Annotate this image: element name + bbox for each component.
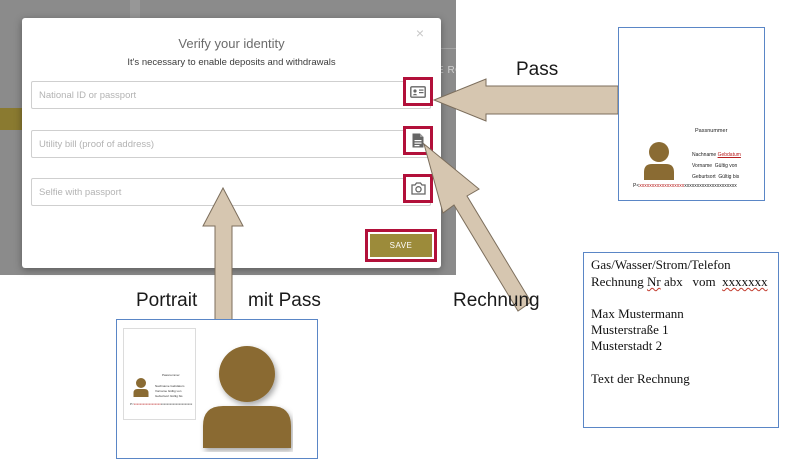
utility-bill-document: Gas/Wasser/Strom/Telefon Rechnung Nr abx… xyxy=(583,252,779,428)
portrait-arrow xyxy=(202,186,244,321)
background-gold-stripe xyxy=(0,108,24,130)
national-id-field xyxy=(31,77,433,109)
mini-row-label: Nachname xyxy=(155,384,170,388)
passport-row-value: Gültig bis xyxy=(718,174,740,180)
mini-passport-number: Passnummer xyxy=(162,373,180,377)
document-icon xyxy=(412,133,424,148)
mini-row-label: Geburtsort xyxy=(155,394,170,398)
passport-row-label: Geburtsort xyxy=(692,174,716,180)
mini-row-value: Gebdatum xyxy=(170,384,185,388)
save-button-highlight: SAVE xyxy=(365,229,437,262)
national-id-upload-button[interactable] xyxy=(403,77,433,106)
bill-street: Musterstraße 1 xyxy=(591,322,669,337)
mit-pass-label: mit Pass xyxy=(248,290,321,311)
passport-mrz-line: P<xxxxxxxxxxxxxxxxxxxxxxxxxxxxxxxxxxxxxx… xyxy=(633,183,737,189)
pass-arrow xyxy=(432,78,619,122)
background-bar xyxy=(130,0,140,18)
mini-passport-row: Geburtsort Gültig bis xyxy=(155,394,183,398)
passport-row: Geburtsort Gültig bis xyxy=(692,174,739,180)
passport-row-value: Gebdatum xyxy=(717,152,741,158)
background-partial-text: E RO xyxy=(437,65,456,76)
selfie-field xyxy=(31,174,433,206)
mini-passport-document: Passnummer Nachname Gebdatum Vorname Gül… xyxy=(123,328,196,420)
national-id-input[interactable] xyxy=(32,82,392,108)
bill-vom: vom xyxy=(692,274,716,289)
rechnung-arrow xyxy=(423,142,532,312)
mrz-rest: xxxxxxxxxxxxxxxxxxxxx xyxy=(684,183,737,189)
mini-row-value: Gültig von xyxy=(167,389,182,393)
bill-name: Max Mustermann xyxy=(591,306,684,321)
bill-nr: Nr xyxy=(646,274,661,289)
modal-title: Verify your identity xyxy=(178,36,285,51)
mini-mrz-rest: xxxxxxxxxxxxxxxxxxxxx xyxy=(160,402,193,406)
mini-avatar-icon xyxy=(133,378,149,397)
save-button[interactable]: SAVE xyxy=(370,234,432,257)
portrait-with-passport: Passnummer Nachname Gebdatum Vorname Gül… xyxy=(116,319,318,459)
mrz-prefix: P< xyxy=(633,183,640,189)
utility-bill-field xyxy=(31,126,433,158)
utility-bill-upload-button[interactable] xyxy=(403,126,433,155)
selfie-input[interactable] xyxy=(32,179,392,205)
mini-mrz-prefix: P< xyxy=(130,402,134,406)
bill-city: Musterstadt 2 xyxy=(591,338,663,353)
mrz-marked: xxxxxxxxxxxxxxxxxx xyxy=(639,183,685,189)
modal-subtitle: It's necessary to enable deposits and wi… xyxy=(127,57,336,68)
background-divider xyxy=(436,48,456,49)
mini-mrz-line: P<xxxxxxxxxxxxxxxxxxxxxxxxxxxxxxxxxxxxxx… xyxy=(130,402,192,406)
selfie-upload-button[interactable] xyxy=(403,174,433,203)
mini-row-label: Vorname xyxy=(155,389,168,393)
id-card-icon xyxy=(410,85,426,98)
bill-provider-line: Gas/Wasser/Strom/Telefon xyxy=(591,257,731,272)
passport-document: Passnummer Nachname Gebdatum Vorname Gül… xyxy=(618,27,765,201)
rechnung-label: Rechnung xyxy=(453,290,540,311)
utility-bill-input[interactable] xyxy=(32,131,392,157)
passport-number-label: Passnummer xyxy=(695,128,728,134)
verify-identity-modal: × Verify your identity It's necessary to… xyxy=(22,18,441,268)
passport-row-label: Vorname xyxy=(692,163,713,169)
mini-row-value: Gültig bis xyxy=(170,394,183,398)
passport-row: Vorname Gültig von xyxy=(692,163,737,169)
portrait-avatar-icon xyxy=(203,346,291,448)
passport-row: Nachname Gebdatum xyxy=(692,152,741,158)
passport-row-label: Nachname xyxy=(692,152,717,158)
portrait-label: Portrait xyxy=(136,290,198,311)
bill-text: Text der Rechnung xyxy=(591,371,690,386)
close-icon[interactable]: × xyxy=(415,25,424,41)
bill-date: xxxxxxx xyxy=(722,274,768,289)
bill-word: Rechnung xyxy=(591,274,644,289)
pass-label: Pass xyxy=(516,59,559,80)
passport-row-value: Gültig von xyxy=(714,163,738,169)
mini-mrz-marked: xxxxxxxxxxxxxxxxxx xyxy=(133,402,161,406)
camera-icon xyxy=(410,182,426,195)
bill-number-line: Rechnung Nr abx vom xxxxxxx xyxy=(591,274,768,290)
mini-passport-row: Vorname Gültig von xyxy=(155,389,181,393)
bill-number: abx xyxy=(663,274,683,289)
passport-avatar-icon xyxy=(644,142,674,180)
mini-passport-row: Nachname Gebdatum xyxy=(155,384,184,388)
